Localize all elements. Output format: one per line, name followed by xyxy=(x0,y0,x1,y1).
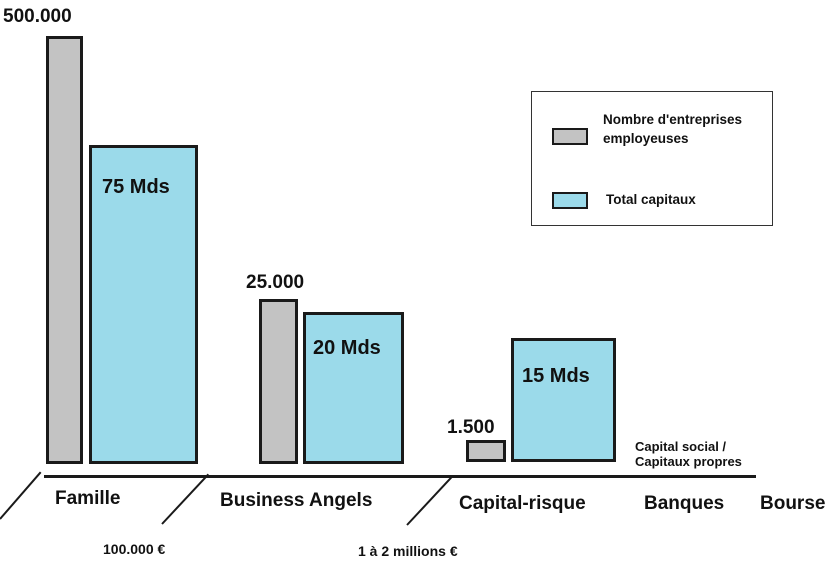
legend-swatch-capital xyxy=(552,192,588,209)
legend-label-count: Nombre d'entreprises employeuses xyxy=(603,110,742,148)
category-capital-risque: Capital-risque xyxy=(459,493,586,514)
category-banques: Banques xyxy=(644,493,725,514)
separator-ba-cr xyxy=(406,476,453,526)
famille-count-bar xyxy=(46,36,83,464)
legend: Nombre d'entreprises employeuses Total c… xyxy=(531,91,773,226)
famille-capital-label: 75 Mds xyxy=(102,176,170,198)
cr-count-label: 1.500 xyxy=(447,417,495,438)
category-business-angels: Business Angels xyxy=(220,490,373,511)
cr-capital-label: 15 Mds xyxy=(522,365,590,387)
category-bourse: Bourse xyxy=(760,493,826,514)
capital-social-line2: Capitaux propres xyxy=(635,454,742,469)
capital-social-note: Capital social / Capitaux propres xyxy=(635,439,742,469)
capital-social-line1: Capital social / xyxy=(635,439,727,454)
ba-capital-bar xyxy=(303,312,404,464)
famille-capital-bar xyxy=(89,145,198,464)
threshold-1-2m: 1 à 2 millions € xyxy=(358,543,458,559)
legend-swatch-count xyxy=(552,128,588,145)
separator-left xyxy=(0,471,42,520)
cr-capital-bar xyxy=(511,338,616,462)
category-famille: Famille xyxy=(55,488,121,509)
baseline xyxy=(44,475,756,478)
famille-count-label: 500.000 xyxy=(3,6,72,27)
legend-count-line2: employeuses xyxy=(603,131,689,146)
ba-count-bar xyxy=(259,299,298,464)
legend-count-line1: Nombre d'entreprises xyxy=(603,112,743,127)
separator-famille-ba xyxy=(161,473,210,525)
threshold-100k: 100.000 € xyxy=(103,541,166,557)
legend-label-capital: Total capitaux xyxy=(606,192,696,207)
ba-capital-label: 20 Mds xyxy=(313,337,381,359)
cr-count-bar xyxy=(466,440,506,462)
ba-count-label: 25.000 xyxy=(246,272,305,293)
